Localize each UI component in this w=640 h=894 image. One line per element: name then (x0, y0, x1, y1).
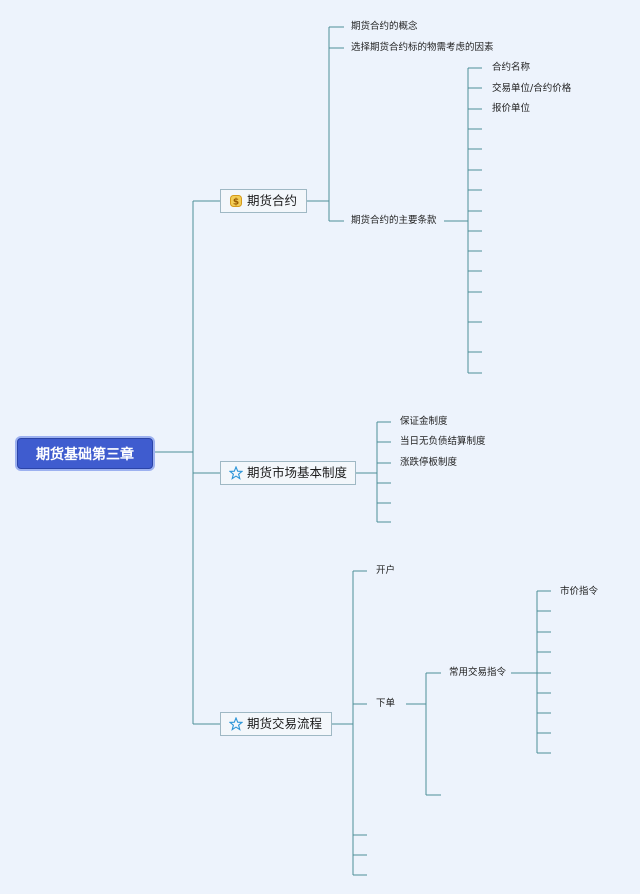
leaf-contract-main-terms[interactable]: 期货合约的主要条款 (351, 215, 437, 226)
leaf-common-orders[interactable]: 常用交易指令 (449, 667, 507, 678)
branch-label: 期货交易流程 (247, 716, 323, 731)
root-connectors (151, 200, 220, 725)
leaf-margin-system[interactable]: 保证金制度 (400, 416, 448, 427)
leaf-price-limit[interactable]: 涨跌停板制度 (400, 457, 458, 468)
branch-label: 期货合约 (247, 193, 298, 208)
branch-label: 期货市场基本制度 (247, 465, 348, 480)
branch-node-trading-process[interactable]: 期货交易流程 (220, 712, 332, 736)
leaf-contract-concept[interactable]: 期货合约的概念 (351, 21, 418, 32)
leaf-term-quote-unit[interactable]: 报价单位 (492, 103, 531, 114)
leaf-term-trading-unit[interactable]: 交易单位/合约价格 (492, 83, 572, 94)
leaf-term-contract-name[interactable]: 合约名称 (492, 62, 531, 73)
root-node[interactable]: 期货基础第三章 (17, 438, 153, 469)
branch-node-market-system[interactable]: 期货市场基本制度 (220, 461, 356, 485)
branch-process-connectors (332, 570, 551, 876)
branch-system-connectors (356, 421, 391, 523)
svg-text:$: $ (233, 198, 239, 208)
star-icon (229, 466, 243, 480)
leaf-market-order[interactable]: 市价指令 (560, 586, 599, 597)
leaf-daily-settlement[interactable]: 当日无负债结算制度 (400, 436, 486, 447)
star-icon (229, 717, 243, 731)
leaf-contract-underlying-factors[interactable]: 选择期货合约标的物需考虑的因素 (351, 42, 494, 53)
branch-contract-connectors (307, 26, 482, 374)
leaf-open-account[interactable]: 开户 (376, 565, 396, 576)
coin-icon: $ (229, 194, 243, 208)
leaf-place-order[interactable]: 下单 (376, 698, 396, 709)
branch-node-futures-contract[interactable]: $ 期货合约 (220, 189, 307, 213)
